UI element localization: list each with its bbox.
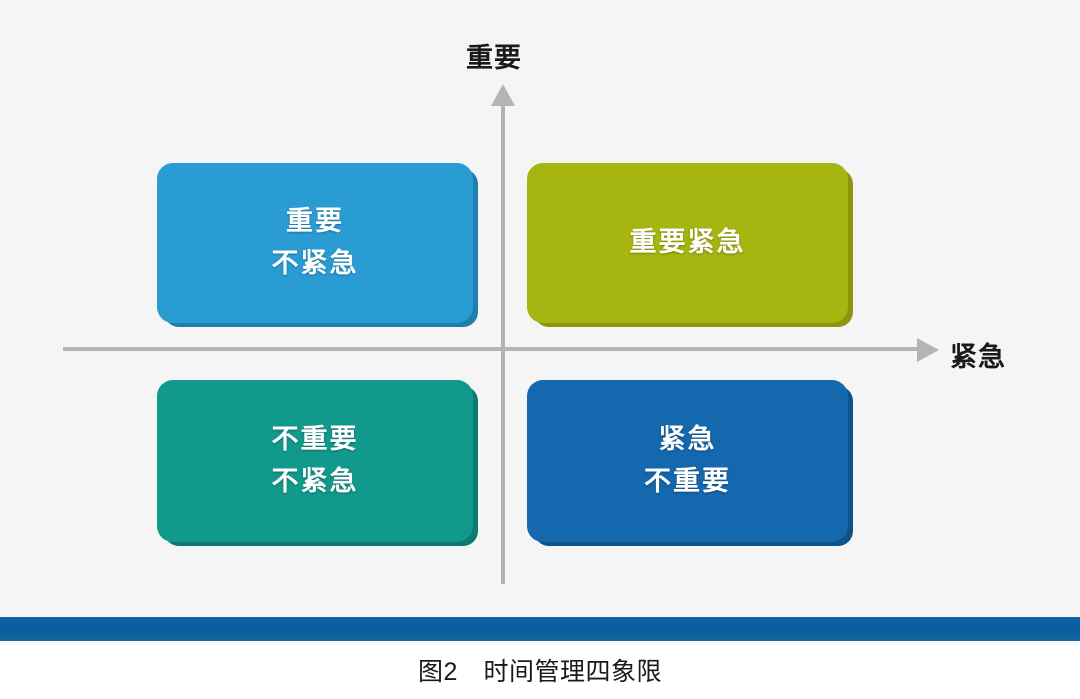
figure-caption: 图2 时间管理四象限: [418, 658, 662, 686]
caption-area: 图2 时间管理四象限: [0, 641, 1080, 699]
x-axis-line: [63, 347, 923, 351]
quadrant-label-line: 重要: [286, 206, 344, 237]
quadrant-label-line: 不重要: [271, 424, 359, 455]
quadrant-label-line: 不重要: [644, 466, 731, 496]
quadrant-label-line: 不紧急: [271, 248, 359, 278]
quadrant-important-not-urgent[interactable]: 重要 不紧急: [157, 163, 473, 323]
time-management-matrix-diagram: 重要 紧急 重要 不紧急 重要紧急 不重要 不紧急 紧急 不重要: [63, 43, 1006, 584]
quadrant-label-line: 紧急: [658, 424, 717, 455]
quadrant-not-important-not-urgent[interactable]: 不重要 不紧急: [157, 380, 473, 542]
y-axis-label: 重要: [466, 43, 522, 73]
y-axis-line: [501, 100, 505, 584]
quadrant-label-line: 不紧急: [271, 466, 359, 496]
section-divider-rule: [0, 617, 1080, 641]
quadrant-urgent-not-important[interactable]: 紧急 不重要: [527, 380, 848, 542]
quadrant-label-line: 重要紧急: [629, 227, 746, 258]
x-axis-label: 紧急: [950, 342, 1006, 372]
arrow-right-icon: [917, 338, 939, 362]
arrow-up-icon: [491, 84, 515, 106]
quadrant-important-urgent[interactable]: 重要紧急: [527, 163, 848, 323]
